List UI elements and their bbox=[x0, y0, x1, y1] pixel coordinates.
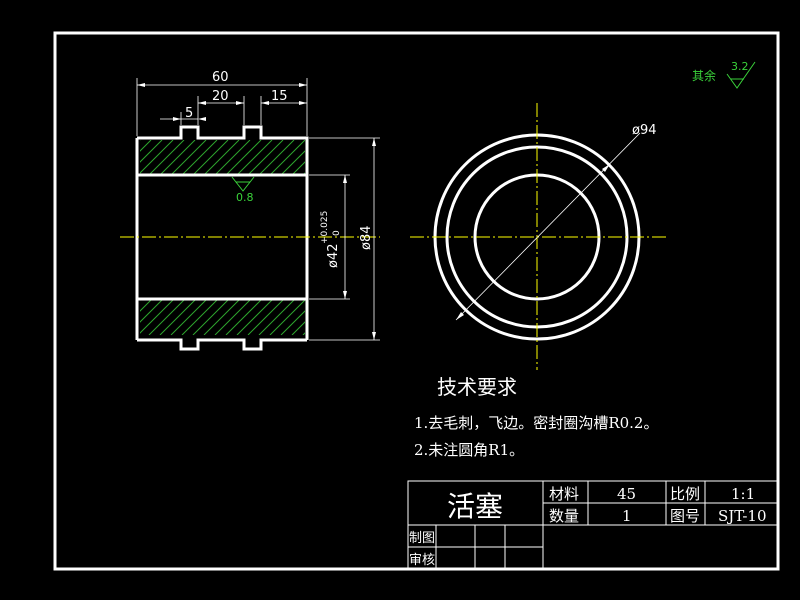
hatch-line bbox=[140, 140, 163, 163]
hatch-line bbox=[148, 300, 185, 335]
hatch-line bbox=[336, 300, 371, 335]
quantity-value: 1 bbox=[622, 507, 632, 525]
hatch-line bbox=[280, 310, 305, 335]
dim-bore-tol-lower: 0 bbox=[332, 230, 342, 236]
hatch-line bbox=[182, 140, 218, 174]
hatch-line bbox=[140, 300, 163, 323]
piston-outline-bottom bbox=[137, 338, 307, 351]
hatch-line bbox=[248, 140, 284, 174]
hatch-line bbox=[171, 140, 207, 174]
tech-requirements: 技术要求 1.去毛刺，飞边。密封圈沟槽R0.2。 2.未注圆角R1。 bbox=[414, 375, 658, 459]
roughness-bore-value: 0.8 bbox=[236, 191, 254, 204]
hatch-line bbox=[140, 300, 152, 312]
scale-label: 比例 bbox=[670, 485, 700, 503]
hatch-bottom bbox=[140, 300, 371, 335]
roughness-other-value: 3.2 bbox=[731, 60, 749, 73]
dim-overall-length: 60 bbox=[212, 70, 229, 85]
tech-title: 技术要求 bbox=[437, 375, 517, 399]
hatch-line bbox=[160, 140, 196, 174]
tech-item-1: 1.去毛刺，飞边。密封圈沟槽R0.2。 bbox=[414, 414, 658, 432]
dimensions-front: 60 20 15 5 ø42 +0.025 0 ø84 bbox=[136, 70, 380, 341]
hatch-line bbox=[140, 300, 174, 334]
drawing-no-value: SJT-10 bbox=[718, 507, 767, 525]
hatch-line bbox=[226, 140, 262, 174]
dim-outer-dia: ø84 bbox=[359, 226, 374, 251]
hatch-line bbox=[215, 140, 251, 174]
hatch-line bbox=[326, 140, 360, 174]
hatch-line bbox=[140, 140, 141, 141]
hatch-line bbox=[269, 300, 305, 335]
hatch-line bbox=[258, 300, 295, 335]
dim-mid-offset: 20 bbox=[212, 89, 229, 104]
drawn-by-label: 制图 bbox=[409, 531, 435, 546]
hatch-line bbox=[159, 300, 196, 335]
hatch-line bbox=[236, 300, 273, 335]
piston-outline-top bbox=[137, 125, 309, 340]
roughness-other-label: 其余 bbox=[692, 68, 716, 83]
section-view bbox=[120, 125, 380, 351]
side-view: ø94 bbox=[410, 103, 668, 370]
material-value: 45 bbox=[617, 485, 636, 503]
scale-value: 1:1 bbox=[731, 485, 755, 503]
material-label: 材料 bbox=[549, 485, 579, 503]
hatch-top bbox=[140, 140, 371, 174]
hatch-line bbox=[259, 140, 295, 174]
hatch-line bbox=[214, 300, 251, 335]
dim-bore-tol-upper: +0.025 bbox=[320, 211, 330, 244]
hatch-line bbox=[140, 140, 174, 174]
dim-right-offset: 15 bbox=[271, 89, 288, 104]
hatch-line bbox=[192, 300, 229, 335]
hatch-line bbox=[325, 300, 360, 335]
dim-left-offset: 5 bbox=[185, 106, 193, 121]
roughness-bore: 0.8 bbox=[231, 176, 255, 204]
hatch-line bbox=[237, 140, 273, 174]
hatch-line bbox=[270, 140, 305, 174]
quantity-label: 数量 bbox=[549, 507, 579, 525]
hatch-line bbox=[292, 161, 305, 174]
hatch-line bbox=[193, 140, 229, 174]
hatch-line bbox=[170, 300, 207, 335]
hatch-line bbox=[140, 140, 152, 152]
roughness-other: 其余 3.2 bbox=[692, 60, 756, 89]
hatch-line bbox=[337, 140, 371, 174]
title-block: 活塞 材料 45 比例 1:1 数量 1 图号 SJT-10 制图 审核 bbox=[407, 480, 779, 570]
hatch-line bbox=[204, 140, 240, 174]
hatch-line bbox=[291, 321, 305, 335]
hatch-line bbox=[181, 300, 218, 335]
checked-by-label: 审核 bbox=[409, 553, 435, 568]
hatch-line bbox=[247, 300, 284, 335]
drawing-no-label: 图号 bbox=[670, 507, 700, 525]
hatch-line bbox=[281, 150, 305, 174]
hatch-line bbox=[140, 300, 141, 301]
dim-groove-dia: ø94 bbox=[632, 123, 657, 138]
hatch-line bbox=[314, 300, 349, 335]
hatch-line bbox=[315, 140, 349, 174]
part-name: 活塞 bbox=[447, 490, 503, 523]
hatch-line bbox=[149, 140, 185, 174]
hatch-line bbox=[303, 172, 305, 174]
dim-bore-dia: ø42 bbox=[326, 244, 341, 269]
tech-item-2: 2.未注圆角R1。 bbox=[414, 441, 524, 459]
hatch-line bbox=[225, 300, 262, 335]
hatch-line bbox=[203, 300, 240, 335]
